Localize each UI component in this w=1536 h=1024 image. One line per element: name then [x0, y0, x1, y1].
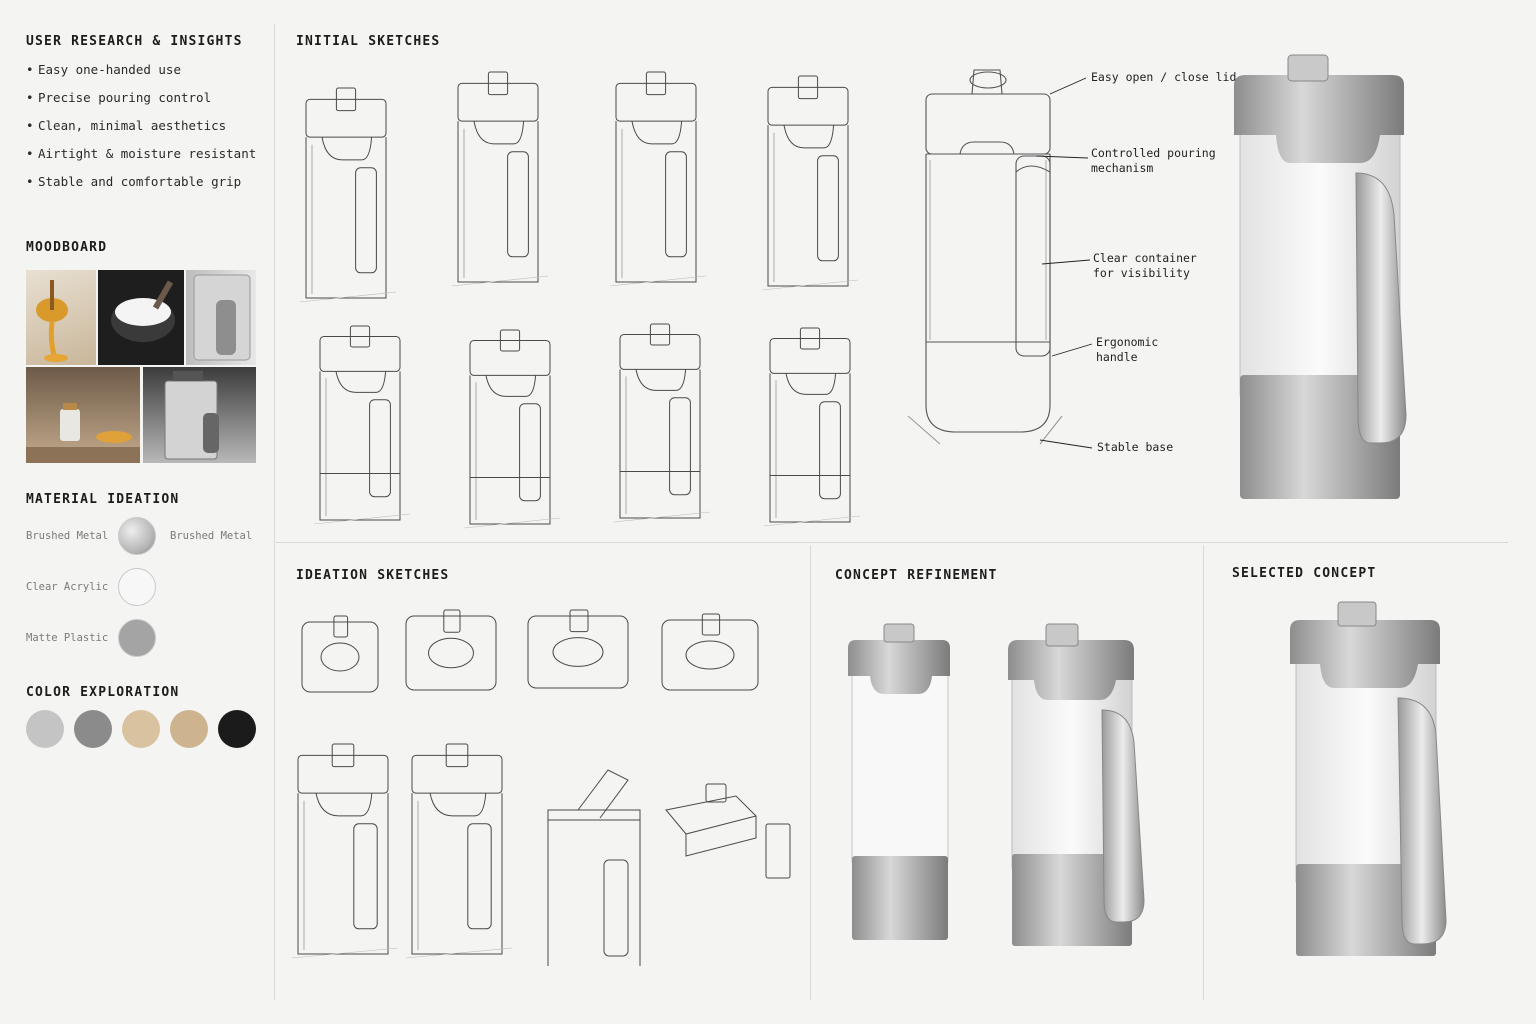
color-swatch	[74, 710, 112, 748]
concept-refinement-title: CONCEPT REFINEMENT	[835, 568, 998, 583]
initial-sketches-grid	[299, 71, 861, 529]
bullet-icon: •	[26, 62, 34, 77]
moodboard-kitchen-image	[26, 367, 140, 463]
material-swatch	[118, 568, 156, 606]
material-swatch	[118, 619, 156, 657]
container-sketch	[763, 327, 861, 527]
bullet-icon: •	[26, 174, 34, 189]
research-item: • Stable and comfortable grip	[26, 174, 256, 202]
research-item-text: Easy one-handed use	[38, 62, 181, 77]
research-item-text: Precise pouring control	[38, 90, 212, 105]
bullet-icon: •	[26, 146, 34, 161]
moodboard-honey-image	[26, 270, 96, 365]
color-title: COLOR EXPLORATION	[26, 685, 180, 700]
research-list: • Easy one-handed use • Precise pouring con…	[26, 62, 256, 202]
container-sketch	[313, 325, 411, 525]
part-sketch	[547, 769, 641, 966]
refinement-concept-clear	[848, 623, 950, 940]
lid-sketch	[527, 609, 629, 689]
annotation-leaders	[1035, 77, 1093, 449]
container-sketch	[609, 71, 707, 287]
middle-divider	[276, 542, 1508, 543]
ideation-sketches-grid	[291, 609, 791, 966]
container-sketch	[761, 75, 859, 291]
material-row: Matte Plastic	[26, 619, 156, 657]
annotation-handle: Ergonomic handle	[1096, 335, 1159, 364]
research-item: • Easy one-handed use	[26, 62, 256, 90]
color-swatches	[26, 710, 256, 748]
material-row: Clear Acrylic	[26, 568, 156, 606]
annotated-sketch	[907, 69, 1063, 445]
lid-sketch	[661, 613, 759, 691]
material-row: Brushed Metal Brushed Metal	[26, 517, 252, 555]
selected-concept-title: SELECTED CONCEPT	[1232, 566, 1377, 581]
annotation-pour: Controlled pouring mechanism	[1091, 146, 1216, 175]
container-sketch	[463, 329, 561, 529]
material-label: Matte Plastic	[26, 632, 109, 644]
annotation-base: Stable base	[1097, 440, 1174, 454]
research-item: • Clean, minimal aesthetics	[26, 118, 256, 146]
material-label-secondary: Brushed Metal	[170, 530, 253, 542]
annotation-lid: Easy open / close lid	[1091, 70, 1237, 84]
annotation-clear: Clear container for visibility	[1093, 251, 1197, 280]
container-sketch	[613, 323, 711, 523]
research-item-text: Stable and comfortable grip	[38, 174, 242, 189]
part-sketch	[665, 783, 791, 879]
color-swatch	[218, 710, 256, 748]
research-item: • Precise pouring control	[26, 90, 256, 118]
bullet-icon: •	[26, 90, 34, 105]
color-swatch	[26, 710, 64, 748]
selected-concept-render	[1290, 601, 1447, 956]
lid-sketch	[405, 609, 497, 691]
ideation-sketches-title: IDEATION SKETCHES	[296, 568, 450, 583]
left-divider	[274, 24, 275, 1000]
research-title: USER RESEARCH & INSIGHTS	[26, 34, 243, 49]
moodboard-dispenser-image	[186, 270, 256, 365]
container-sketch	[451, 71, 549, 287]
material-label: Clear Acrylic	[26, 581, 109, 593]
research-item: • Airtight & moisture resistant	[26, 146, 256, 174]
color-swatch	[122, 710, 160, 748]
moodboard-appliance-image	[143, 367, 256, 463]
material-title: MATERIAL IDEATION	[26, 492, 180, 507]
rendered-product-large	[1234, 54, 1407, 499]
research-item-text: Airtight & moisture resistant	[38, 146, 257, 161]
container-sketch	[291, 743, 399, 959]
container-sketch	[405, 743, 513, 959]
research-item-text: Clean, minimal aesthetics	[38, 118, 227, 133]
moodboard-title: MOODBOARD	[26, 240, 108, 255]
color-swatch	[170, 710, 208, 748]
material-swatch	[118, 517, 156, 555]
refinement-divider	[810, 545, 811, 1000]
bullet-icon: •	[26, 118, 34, 133]
moodboard-sugar-bowl-image	[98, 270, 184, 365]
material-label: Brushed Metal	[26, 530, 109, 542]
lid-sketch	[301, 615, 379, 693]
selected-divider	[1203, 545, 1204, 1000]
initial-sketches-title: INITIAL SKETCHES	[296, 34, 441, 49]
container-sketch	[299, 87, 397, 303]
refinement-concept-filled	[1008, 623, 1145, 946]
